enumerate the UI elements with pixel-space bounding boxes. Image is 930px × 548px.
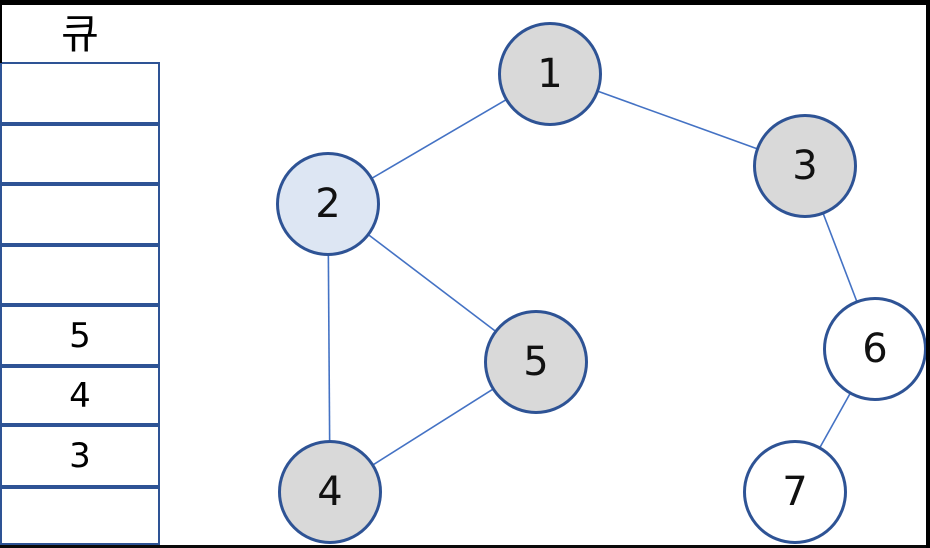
graph-edge bbox=[371, 99, 507, 179]
queue-cell[interactable] bbox=[0, 245, 160, 305]
frame-border-left bbox=[0, 5, 2, 63]
graph-node-3[interactable]: 3 bbox=[753, 114, 857, 218]
graph-node-label: 6 bbox=[862, 326, 888, 372]
graph-node-5[interactable]: 5 bbox=[484, 310, 588, 414]
frame-border-top bbox=[0, 0, 930, 5]
graph-node-1[interactable]: 1 bbox=[498, 22, 602, 126]
queue-cell[interactable]: 3 bbox=[0, 425, 160, 487]
queue-cell[interactable] bbox=[0, 62, 160, 124]
graph-edge bbox=[372, 388, 494, 466]
graph-edge bbox=[368, 234, 496, 332]
graph-node-label: 1 bbox=[537, 51, 563, 97]
graph-node-label: 4 bbox=[317, 469, 343, 515]
graph-node-label: 7 bbox=[782, 469, 808, 515]
graph-edge bbox=[597, 90, 758, 150]
queue-cell[interactable]: 5 bbox=[0, 305, 160, 366]
graph-node-label: 5 bbox=[523, 339, 549, 385]
queue-title: 큐 bbox=[61, 10, 99, 58]
frame-border-bottom bbox=[0, 545, 930, 548]
queue-cell-value: 4 bbox=[69, 375, 91, 416]
graph-node-label: 3 bbox=[792, 143, 818, 189]
queue-cell-value: 5 bbox=[69, 315, 91, 356]
queue-cell-value: 3 bbox=[69, 436, 91, 476]
frame-border-right bbox=[926, 0, 930, 548]
queue-panel: 큐 5 4 3 bbox=[0, 5, 162, 548]
queue-cell[interactable] bbox=[0, 487, 160, 545]
graph-node-7[interactable]: 7 bbox=[743, 440, 847, 544]
queue-cell[interactable] bbox=[0, 184, 160, 245]
graph-node-6[interactable]: 6 bbox=[823, 297, 927, 401]
queue-cell[interactable] bbox=[0, 124, 160, 184]
graph-node-4[interactable]: 4 bbox=[278, 440, 382, 544]
graph-edge bbox=[819, 393, 851, 448]
graph-node-label: 2 bbox=[315, 181, 341, 227]
queue-cell[interactable]: 4 bbox=[0, 366, 160, 425]
graph-node-2[interactable]: 2 bbox=[276, 152, 380, 256]
graph-edge bbox=[822, 213, 858, 302]
graph-edge bbox=[327, 254, 331, 442]
